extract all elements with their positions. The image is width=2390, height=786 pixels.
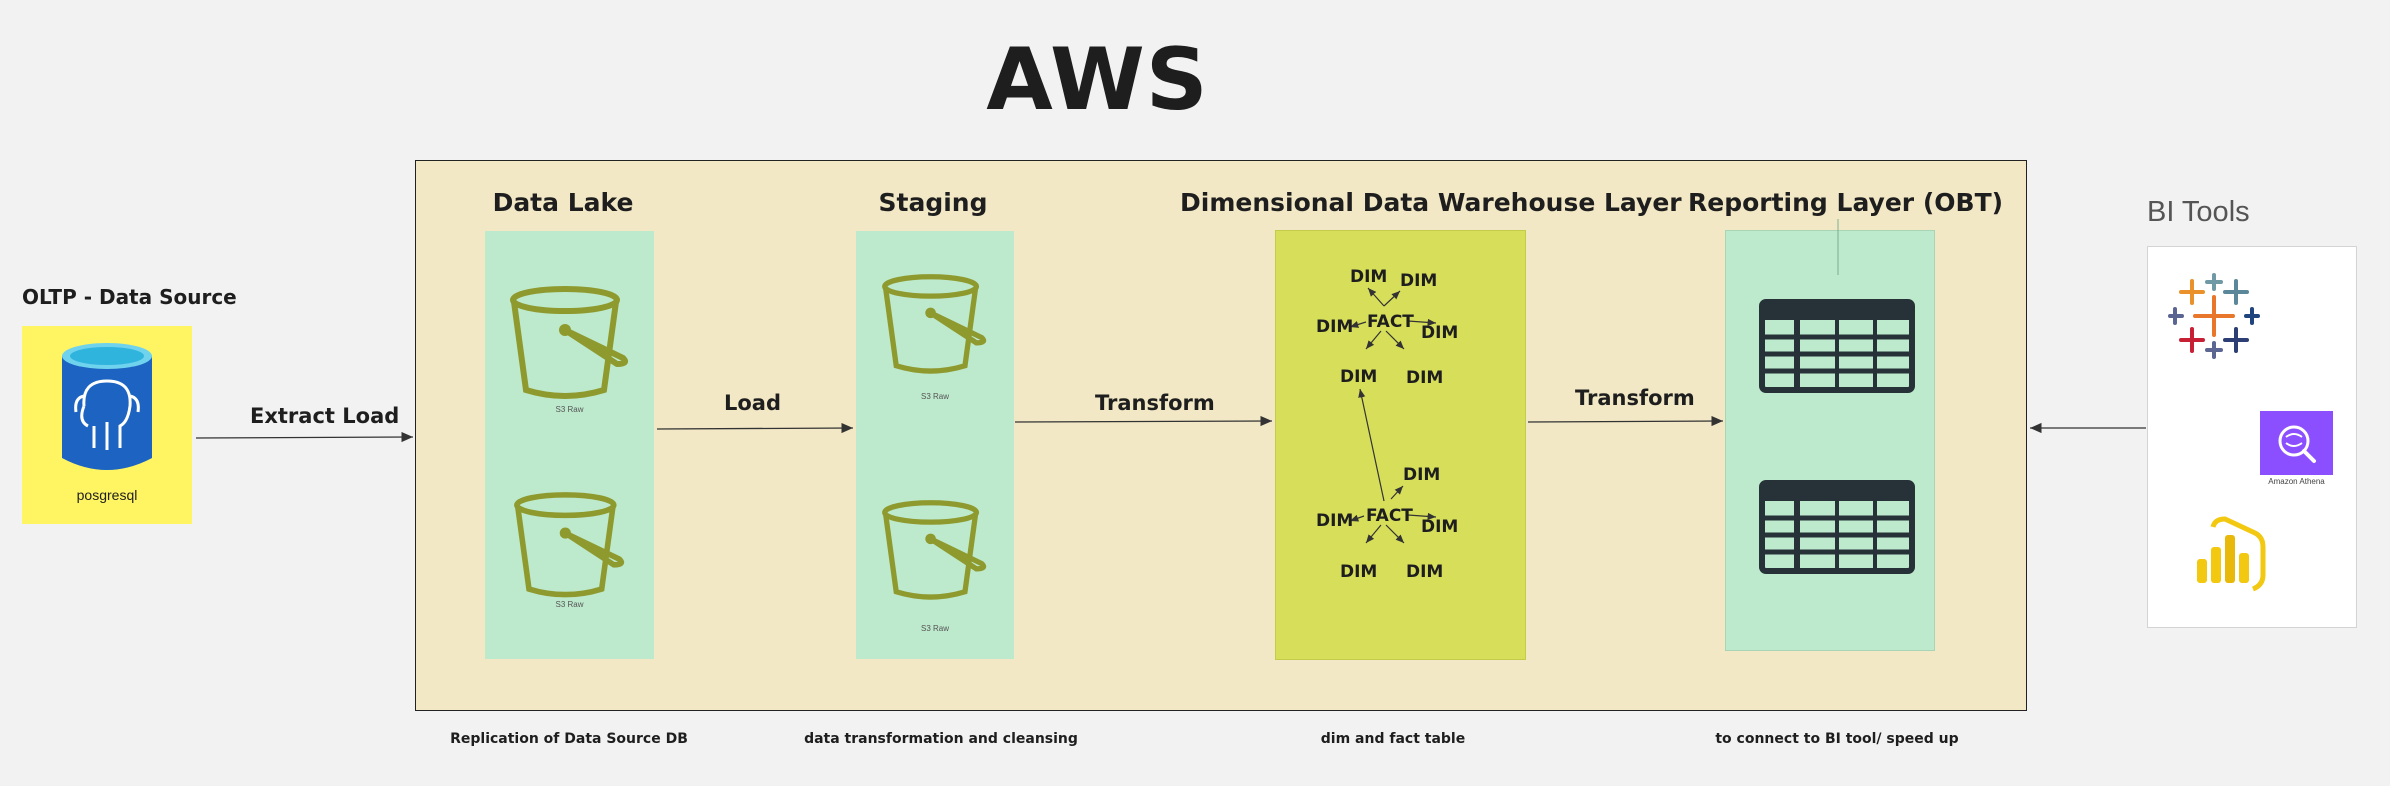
source-heading: OLTP - Data Source <box>22 285 237 309</box>
dim-label: DIM <box>1421 323 1459 343</box>
reporting-panel[interactable] <box>1725 219 1935 651</box>
amazon-athena-icon[interactable] <box>2260 411 2333 475</box>
dim-label: DIM <box>1403 465 1441 485</box>
star-schema-diagram <box>1349 287 1437 544</box>
dwh-caption: dim and fact table <box>1320 731 1466 747</box>
bucket-label: S3 Raw <box>920 392 949 401</box>
load-label: Load <box>724 391 782 415</box>
tableau-icon <box>2168 273 2260 359</box>
fact-label: FACT <box>1367 312 1414 332</box>
s3-bucket-icon <box>510 286 628 399</box>
reporting-title: Reporting Layer (OBT) <box>1688 188 2004 217</box>
fact-label: FACT <box>1366 506 1413 526</box>
dwh-title: Dimensional Data Warehouse Layer <box>1180 188 1682 217</box>
bucket-label: S3 Raw <box>920 624 949 633</box>
athena-label: Amazon Athena <box>2268 477 2325 486</box>
table-icon <box>1759 299 1915 393</box>
data-lake-title: Data Lake <box>492 188 634 217</box>
dim-label: DIM <box>1340 367 1378 387</box>
reporting-caption: to connect to BI tool/ speed up <box>1715 731 1959 747</box>
transform-label: Transform <box>1095 391 1215 415</box>
postgresql-icon <box>62 343 152 470</box>
dim-label: DIM <box>1340 562 1378 582</box>
dwh-panel[interactable]: DIM DIM DIM FACT DIM DIM DIM DIM DIM FAC… <box>1275 230 1526 660</box>
s3-bucket-icon <box>882 274 987 374</box>
magnifier-icon <box>2278 425 2316 463</box>
bucket-label: S3 Raw <box>555 405 584 414</box>
table-icon <box>1759 480 1915 574</box>
bi-tools-heading: BI Tools <box>2147 196 2250 228</box>
page-title: AWS <box>986 30 1209 130</box>
source-card[interactable] <box>22 326 192 524</box>
transform-label: Transform <box>1575 386 1695 410</box>
connector-tick <box>1837 219 1839 275</box>
dim-label: DIM <box>1421 517 1459 537</box>
dim-label: DIM <box>1400 271 1438 291</box>
dim-label: DIM <box>1316 317 1354 337</box>
dim-label: DIM <box>1316 511 1354 531</box>
dim-label: DIM <box>1406 562 1444 582</box>
extract-load-label: Extract Load <box>250 404 400 428</box>
data-lake-caption: Replication of Data Source DB <box>450 731 688 747</box>
s3-bucket-icon <box>514 492 625 598</box>
staging-title: Staging <box>878 188 988 217</box>
staging-panel[interactable]: S3 Raw S3 Raw <box>856 231 1014 659</box>
dim-label: DIM <box>1406 368 1444 388</box>
power-bi-icon <box>2197 516 2266 592</box>
db-label: posgresql <box>76 487 138 503</box>
dim-label: DIM <box>1350 267 1388 287</box>
s3-bucket-icon <box>882 500 987 600</box>
data-lake-panel[interactable]: S3 Raw S3 Raw <box>485 231 654 659</box>
staging-caption: data transformation and cleansing <box>804 731 1078 747</box>
bucket-label: S3 Raw <box>555 600 584 609</box>
